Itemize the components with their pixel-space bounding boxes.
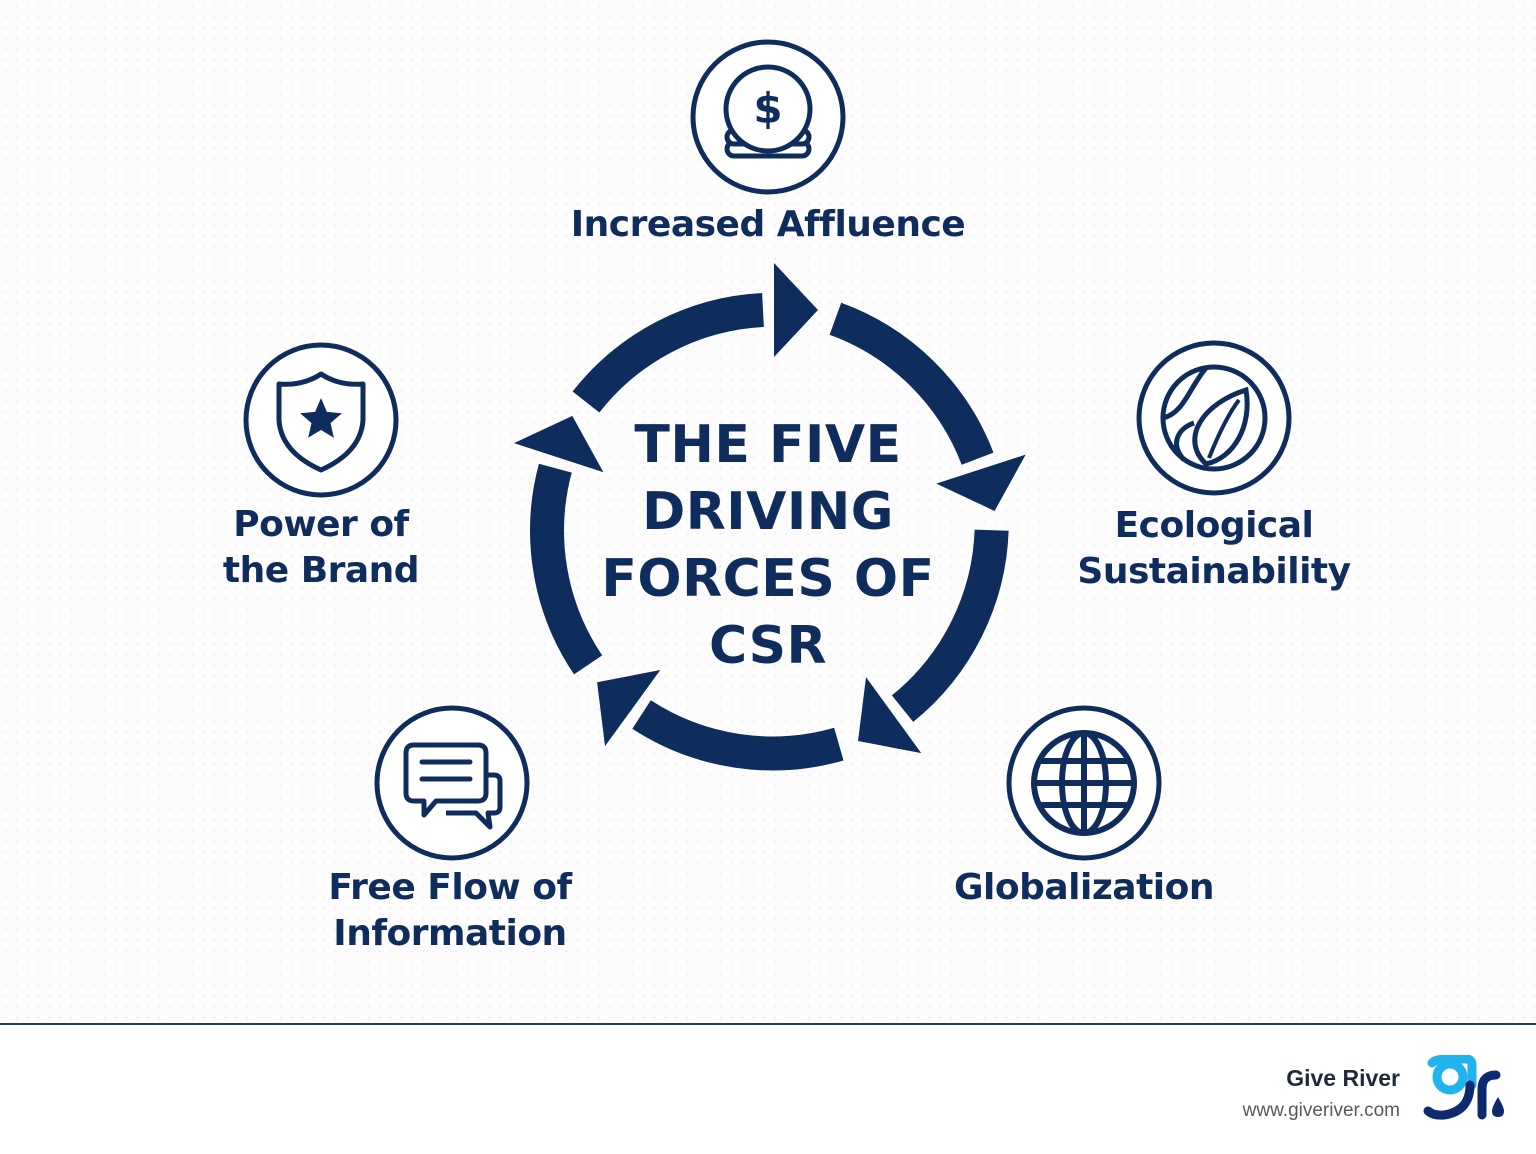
brand-name: Give River — [1286, 1065, 1400, 1091]
globe-icon — [1006, 705, 1162, 861]
title-line-4: CSR — [708, 616, 828, 676]
cycle-diagram: $ — [243, 39, 1292, 1025]
label-globalization: Globalization — [953, 867, 1215, 908]
brand-url[interactable]: www.giveriver.com — [1242, 1100, 1400, 1121]
cycle-arrow-1 — [586, 263, 818, 402]
title-line-2: DRIVING — [642, 482, 894, 542]
svg-text:$: $ — [753, 84, 782, 133]
label-ecological-sustainability: Ecological Sustainability — [1077, 505, 1351, 592]
give-river-logo-icon — [1423, 1055, 1504, 1120]
leaf-globe-icon — [1136, 340, 1292, 496]
label-increased-affluence: Increased Affluence — [570, 204, 966, 245]
title-line-3: FORCES OF — [601, 549, 935, 609]
title-line-1: THE FIVE — [634, 415, 902, 475]
coin-dollar-icon: $ — [690, 39, 846, 195]
chat-bubbles-icon — [374, 705, 530, 861]
footer-divider — [0, 1023, 1536, 1025]
label-free-flow-of-information: Free Flow of Information — [328, 867, 572, 954]
label-power-of-the-brand: Power of the Brand — [222, 504, 420, 591]
shield-star-icon — [243, 342, 399, 498]
footer: Give River www.giveriver.com — [0, 1025, 1536, 1154]
diagram-title: THE FIVE DRIVING FORCES OF CSR — [568, 412, 968, 680]
